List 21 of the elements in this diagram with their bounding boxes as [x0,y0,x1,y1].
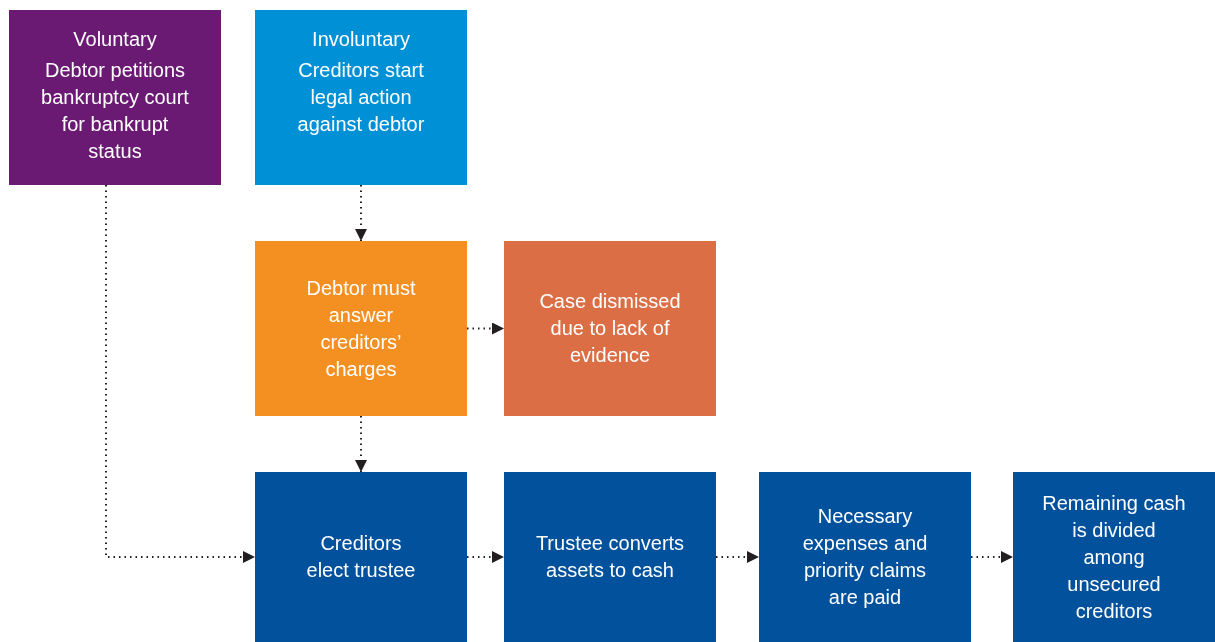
arrow [105,184,256,563]
box-text: Remaining cash is divided among unsecured creditors [1041,490,1187,624]
box-text: Necessary expenses and priority claims are paid [801,504,929,610]
box-text: Creditors elect trustee [305,531,417,583]
box-text: Debtor petitions bankruptcy court for bankrupt status [40,58,190,164]
process-box [255,472,467,642]
box-text: Case dismissed due to lack of evidence [538,289,682,368]
process-box [504,472,716,642]
box-heading: Involuntary [312,27,410,52]
process-box [9,10,221,185]
process-box [255,241,467,416]
box-heading: Voluntary [73,27,157,52]
process-box [759,472,971,642]
box-text: Debtor must answer creditors’ charges [305,275,417,382]
process-box [1013,472,1215,642]
arrow [355,184,367,242]
box-text: Creditors start legal action against debtor [296,58,426,137]
process-box [504,241,716,416]
arrow [355,415,367,473]
box-text: Trustee converts assets to cash [534,531,686,583]
process-box [255,10,467,185]
